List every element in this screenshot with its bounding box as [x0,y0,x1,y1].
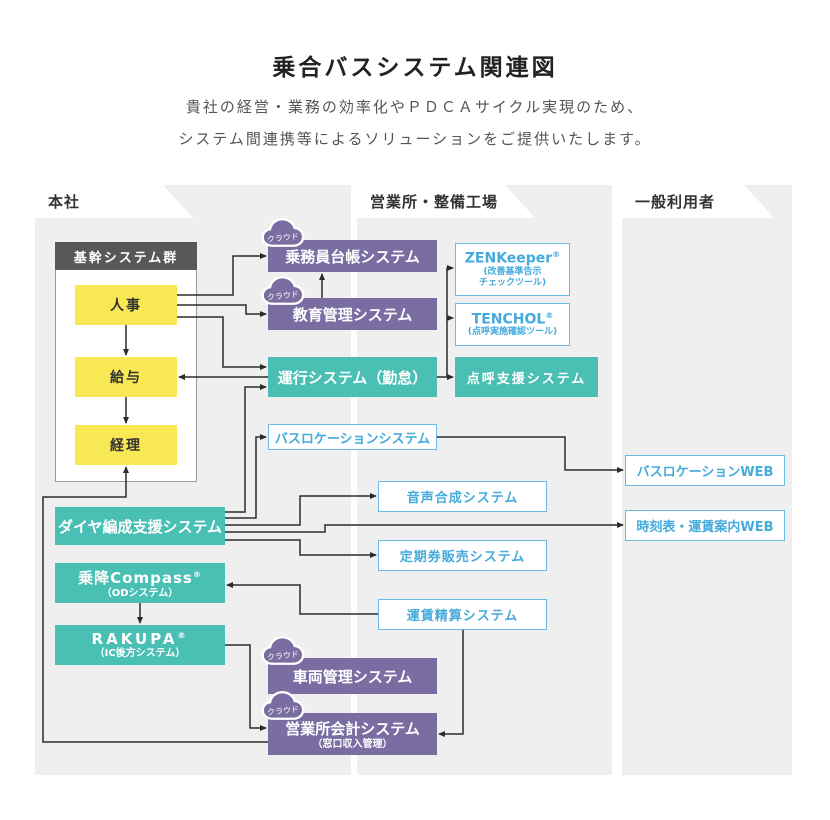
node-bus-location-web: バスロケーションWEB [625,455,785,486]
registered-mark: ® [545,310,554,320]
node-compass: 乗降Compass® （ODシステム） [55,563,225,603]
panel-public-label: 一般利用者 [635,193,716,211]
node-hr: 人事 [75,285,177,325]
node-timetable-web: 時刻表・運賃案内WEB [625,510,785,541]
registered-mark: ® [192,569,202,579]
cloud-icon: クラウド [261,218,305,247]
svg-text:クラウド: クラウド [267,290,300,302]
panel-public-tab: 一般利用者 [622,185,774,218]
panel-branch-tab: 営業所・整備工場 [357,185,535,218]
registered-mark: ® [552,249,561,259]
svg-text:クラウド: クラウド [267,232,300,244]
panel-head-office-label: 本社 [48,193,81,211]
page-subtitle-line1: 貴社の経営・業務の効率化やＰＤＣＡサイクル実現のため、 [185,98,645,116]
node-tenko-support: 点呼支援システム [455,357,598,397]
node-diagram-support: ダイヤ編成支援システム [55,507,225,545]
node-education: クラウド 教育管理システム [261,276,437,330]
panel-branch-label: 営業所・整備工場 [370,193,499,211]
node-office-accounting: クラウド 営業所会計システム （窓口収入管理） [261,691,437,755]
page-title: 乗合バスシステム関連図 [272,55,558,81]
node-operation-system: 運行システム（勤怠） [268,357,437,397]
registered-mark: ® [177,631,189,640]
svg-text:クラウド: クラウド [267,650,300,662]
node-bus-location: バスロケーションシステム [268,424,437,450]
cloud-icon: クラウド [261,636,305,665]
node-vehicle-mgmt: クラウド 車両管理システム [261,636,437,694]
page-subtitle-line2: システム間連携等によるソリューションをご提供いたします。 [178,130,652,148]
node-zenkeeper: ZENKeeper® (改善基準告示 チェックツール) [455,243,570,296]
node-accounting: 経理 [75,425,177,465]
core-system-group-header: 基幹システム群 [55,242,197,270]
node-payroll: 給与 [75,357,177,397]
node-crew-ledger: クラウド 乗務員台帳システム [261,218,437,272]
panel-head-office-tab: 本社 [35,185,193,218]
node-rakupa: RAKUPA® （IC後方システム） [55,625,225,665]
node-pass-sales: 定期券販売システム [378,540,547,571]
svg-text:クラウド: クラウド [267,705,300,717]
node-voice-synth: 音声合成システム [378,481,547,512]
node-tenchol: TENCHOL® (点呼実施確認ツール) [455,303,570,346]
cloud-icon: クラウド [261,276,305,305]
node-fare-settlement: 運賃精算システム [378,599,547,630]
cloud-icon: クラウド [261,691,305,720]
